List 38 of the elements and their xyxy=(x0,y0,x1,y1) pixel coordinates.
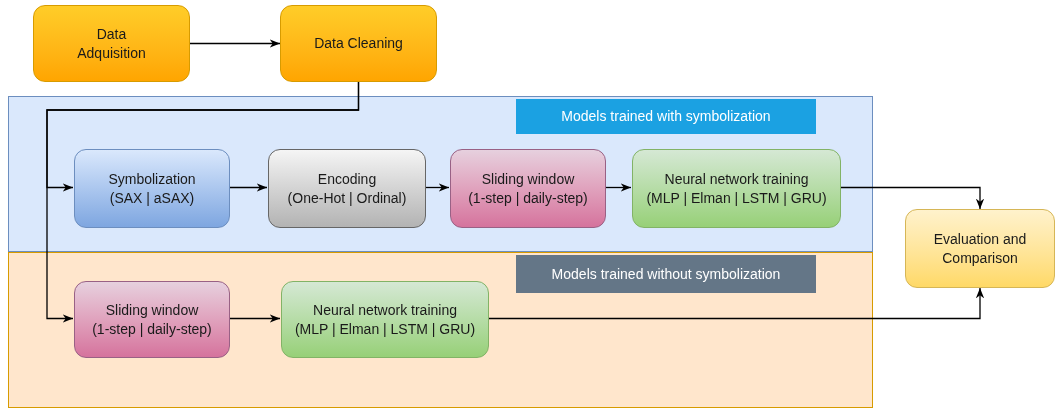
arrow xyxy=(46,81,360,323)
node-label: Symbolization xyxy=(108,169,196,189)
process-box xyxy=(268,149,426,228)
node-label: Sliding window xyxy=(105,300,199,320)
arrow xyxy=(424,183,450,192)
header-text: Models trained without symbolization xyxy=(551,264,781,284)
arrow xyxy=(604,183,632,192)
node-label: Data Adquisition xyxy=(76,24,147,63)
node-label: Neural network training xyxy=(664,169,809,189)
node-label: Encoding xyxy=(317,169,377,189)
group-header xyxy=(516,99,816,134)
node-label: (SAX | aSAX) xyxy=(109,188,195,208)
process-box xyxy=(632,149,841,228)
process-box xyxy=(74,281,230,358)
node-label: (One-Hot | Ordinal) xyxy=(287,188,407,208)
arrow xyxy=(228,314,281,323)
process-box xyxy=(905,209,1055,288)
arrow xyxy=(487,287,985,320)
arrow xyxy=(839,186,985,210)
node-label: Neural network training xyxy=(313,300,457,320)
process-box xyxy=(280,5,437,82)
node-label: Data Cleaning xyxy=(314,34,403,53)
process-box xyxy=(450,149,606,228)
process-box xyxy=(74,149,230,228)
node-label: (1-step | daily-step) xyxy=(92,319,212,339)
node-label: Evaluation and Comparison xyxy=(932,229,1028,268)
group-header xyxy=(516,255,816,293)
arrow xyxy=(228,183,268,192)
process-box xyxy=(33,5,190,82)
header-text: Models trained with symbolization xyxy=(561,107,771,126)
node-label: (MLP | Elman | LSTM | GRU) xyxy=(646,188,827,208)
arrow xyxy=(189,39,281,48)
node-label: Sliding window xyxy=(481,169,575,189)
process-box xyxy=(281,281,489,358)
group-panel xyxy=(8,96,873,252)
node-label: (MLP | Elman | LSTM | GRU) xyxy=(294,319,476,339)
group-panel xyxy=(8,252,873,408)
node-label: (1-step | daily-step) xyxy=(468,188,588,208)
